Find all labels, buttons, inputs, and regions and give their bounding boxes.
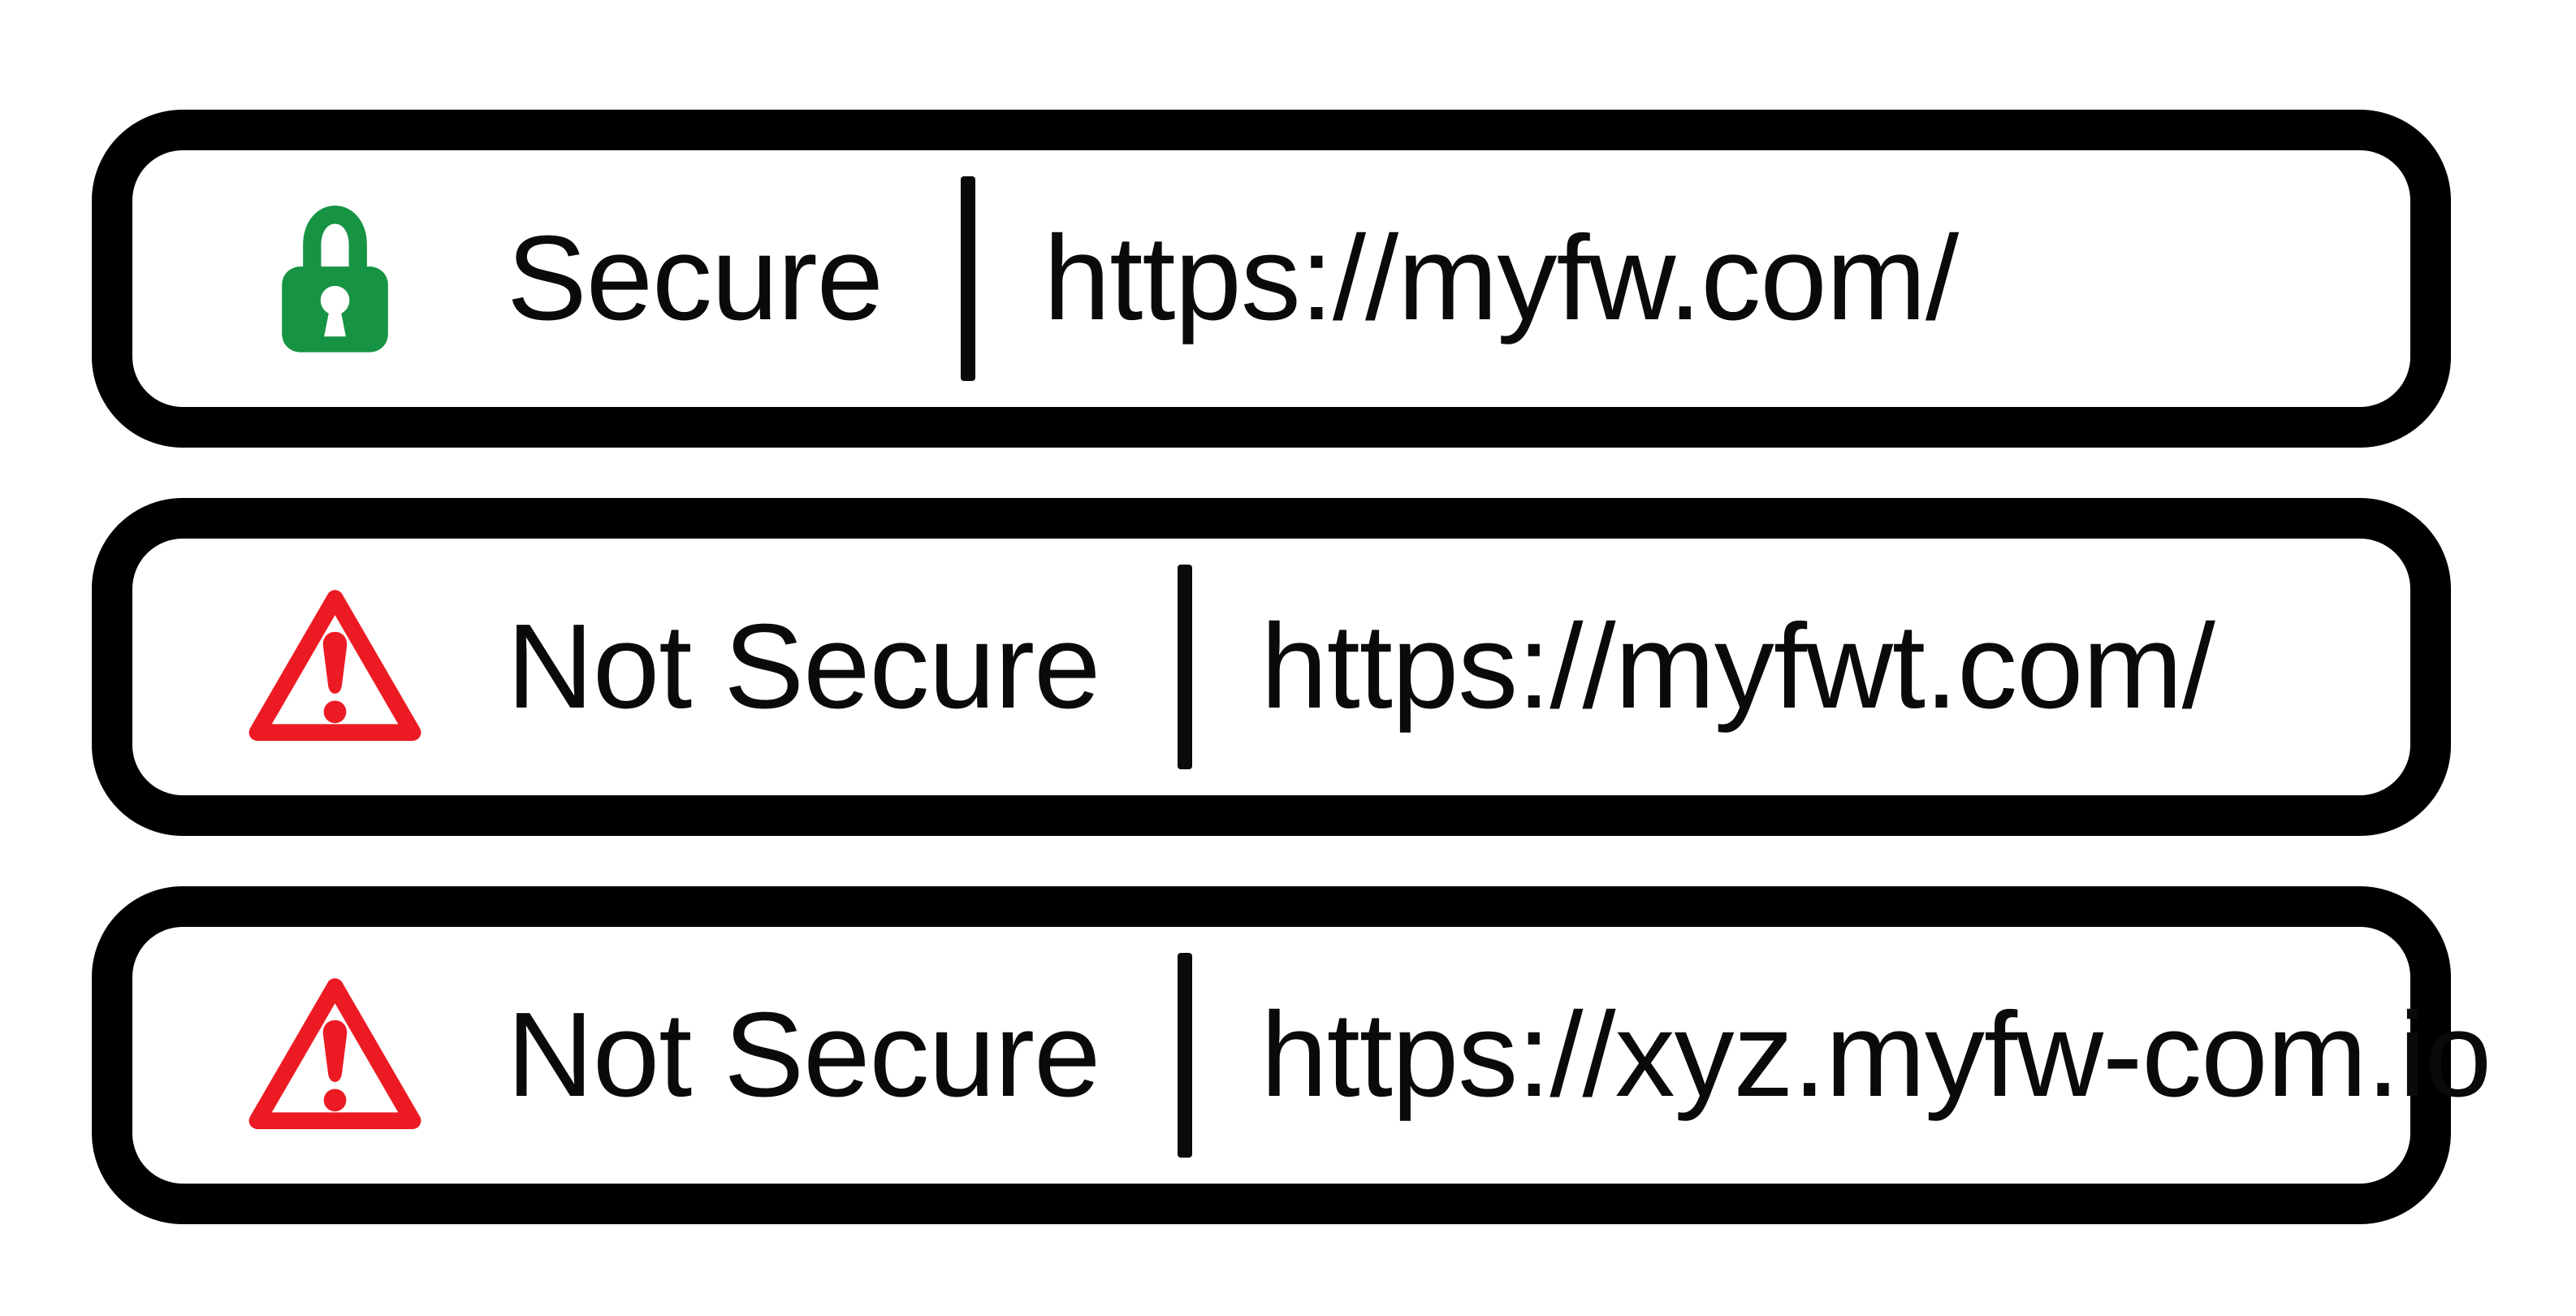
url-text[interactable]: https://myfwt.com/: [1260, 600, 2215, 734]
warning-icon: [249, 978, 421, 1129]
lock-icon: [281, 206, 388, 353]
url-text[interactable]: https://myfw.com/: [1043, 211, 1959, 345]
divider: [1178, 565, 1193, 769]
divider: [1178, 953, 1193, 1158]
warning-icon: [249, 590, 421, 741]
security-indicator[interactable]: [242, 199, 427, 358]
address-bar-secure[interactable]: Secure https://myfw.com/: [92, 110, 2451, 448]
address-bar-not-secure-2[interactable]: Not Secure https://xyz.myfw-com.io: [92, 886, 2492, 1224]
url-text[interactable]: https://xyz.myfw-com.io: [1260, 988, 2492, 1122]
divider: [960, 176, 975, 381]
address-bar-not-secure-1[interactable]: Not Secure https://myfwt.com/: [92, 498, 2451, 836]
security-indicator[interactable]: [242, 970, 427, 1141]
status-label: Not Secure: [507, 600, 1100, 734]
status-label: Secure: [507, 211, 884, 345]
status-label: Not Secure: [507, 988, 1100, 1122]
address-bars: Secure https://myfw.com/ Not Secure http…: [92, 110, 2492, 1224]
security-indicator[interactable]: [242, 582, 427, 752]
